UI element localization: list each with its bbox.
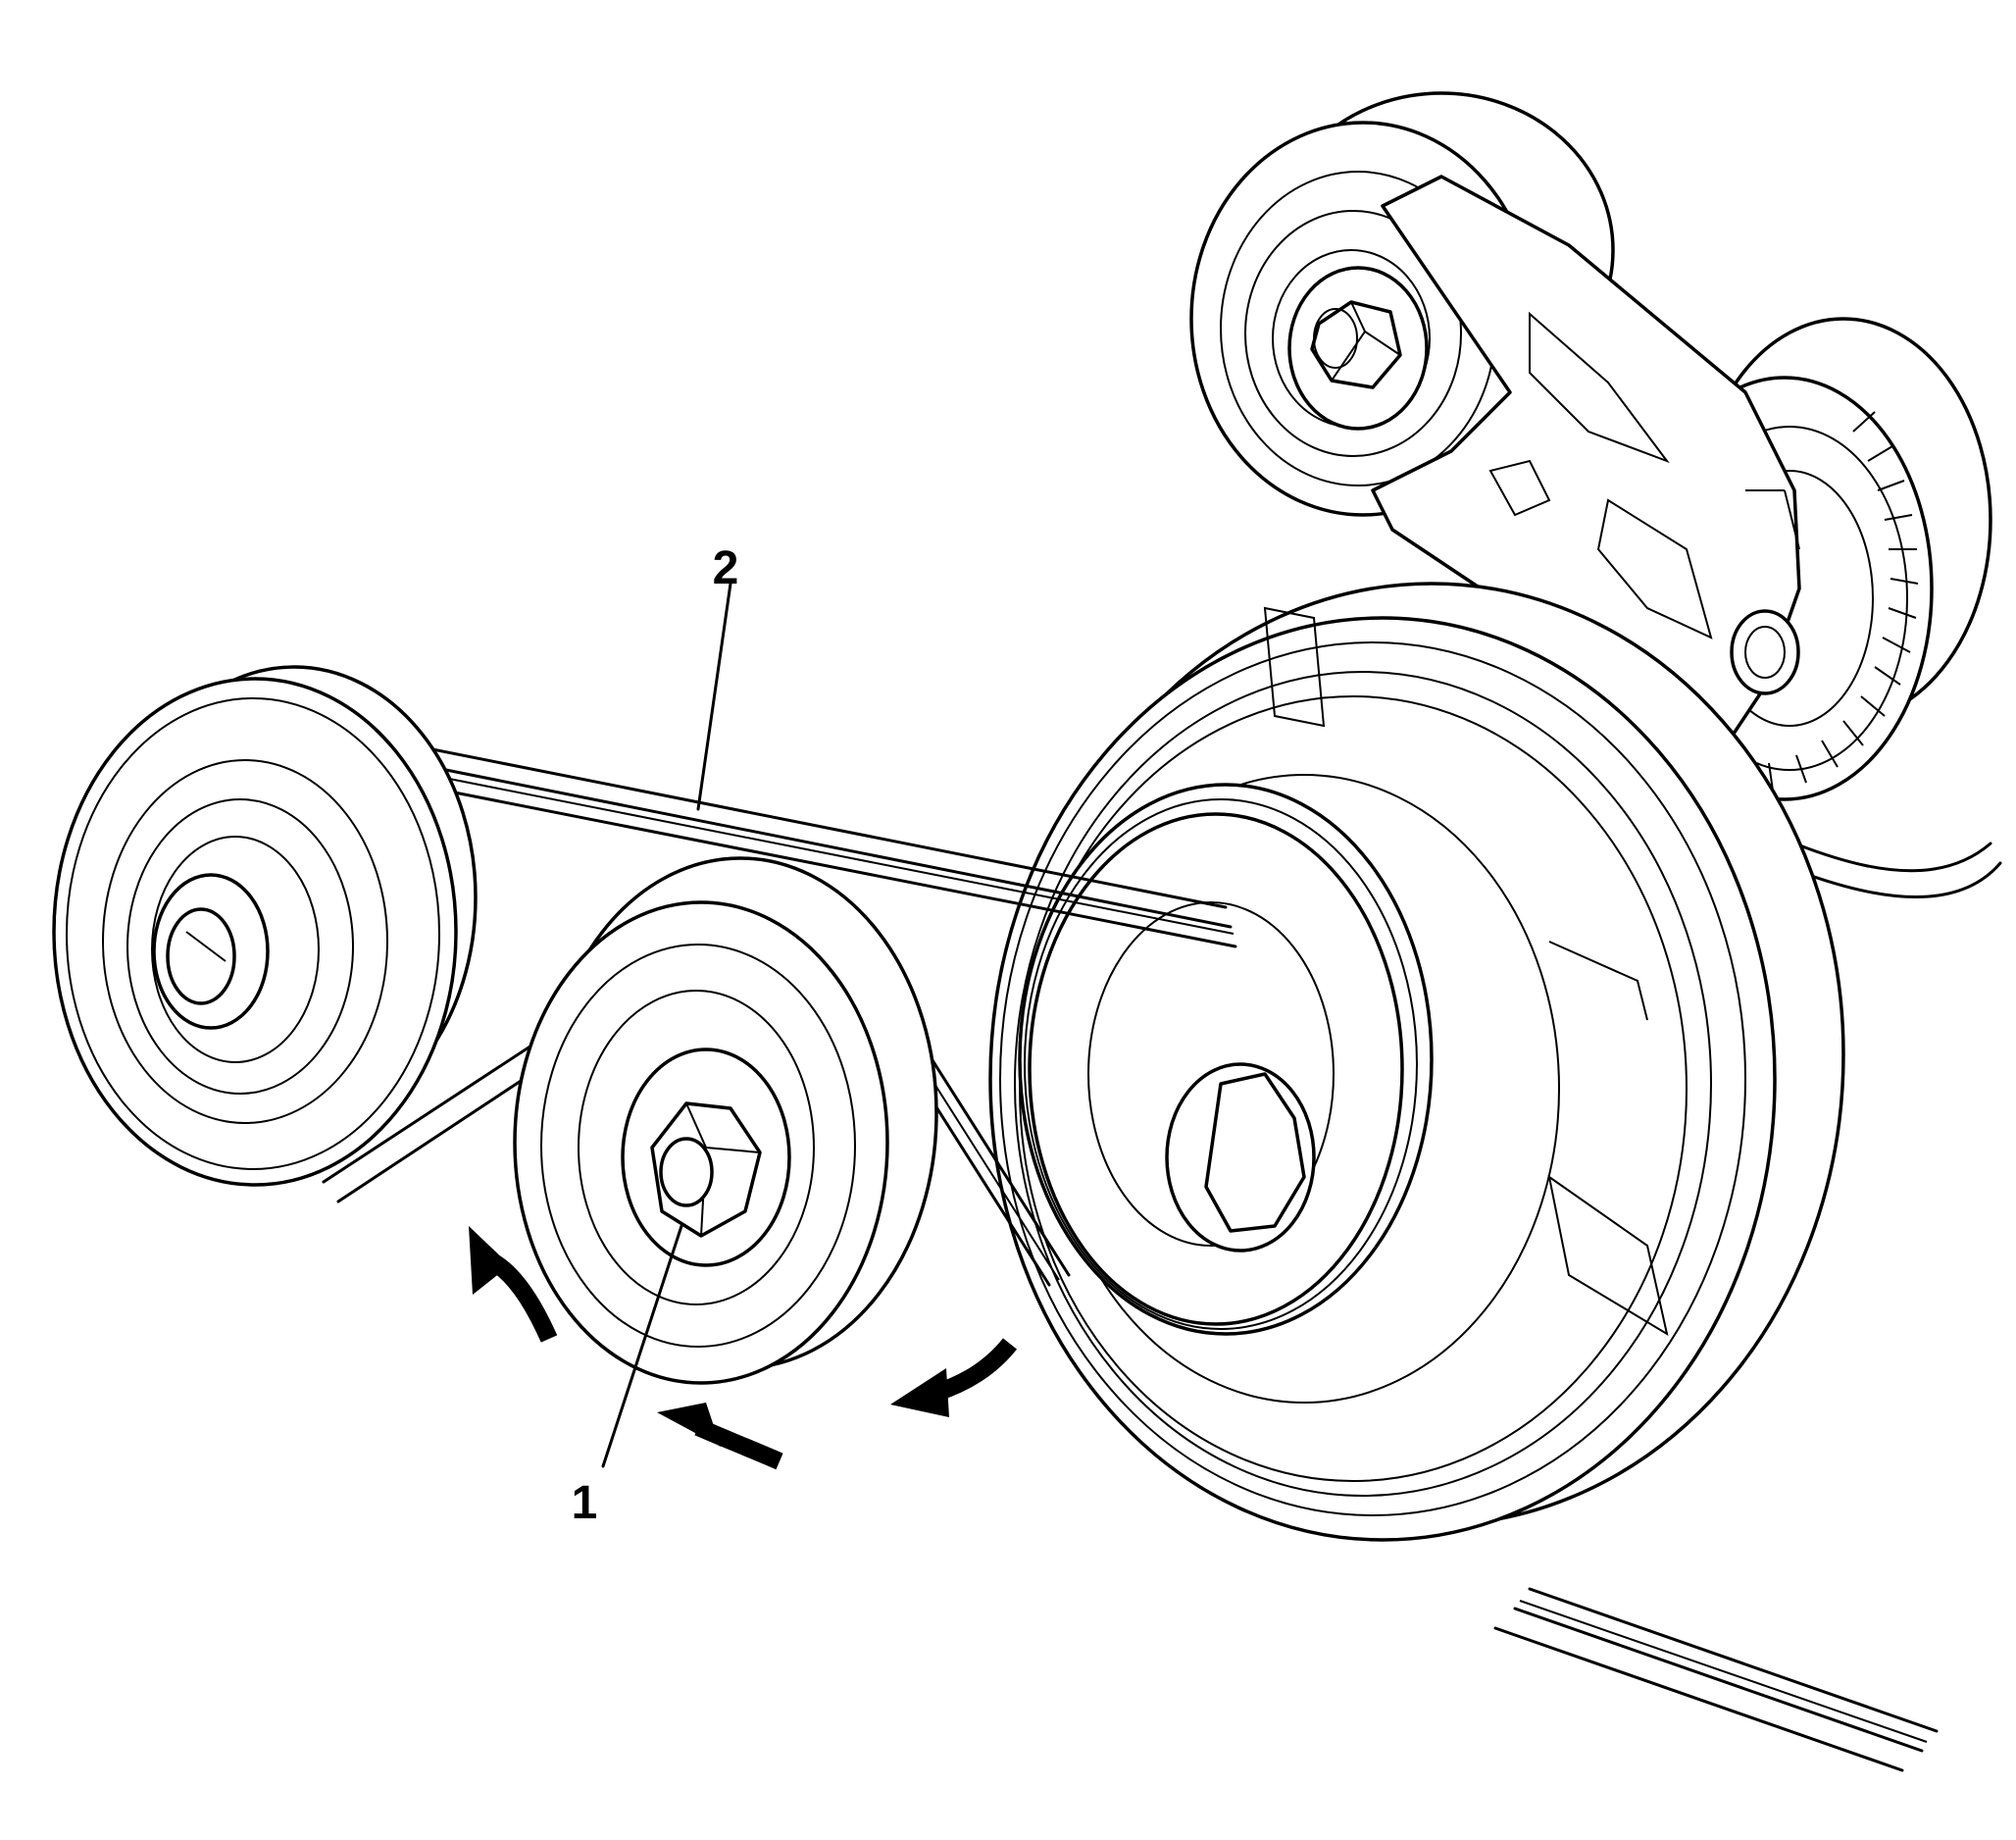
- rotation-arrows: [469, 1226, 1018, 1470]
- callout-leaders: [601, 582, 732, 1468]
- rotation-arrow-icon: [469, 1226, 558, 1343]
- tensioner-bolt: [1287, 266, 1429, 431]
- idler-bolt: [650, 1101, 762, 1238]
- left-accessory-pulley: [52, 665, 478, 1187]
- lower-belt-run: [1493, 1587, 1939, 1772]
- callout-1: 1: [572, 1477, 598, 1529]
- tensioner-assembly: [1189, 91, 2002, 899]
- callout-2: 2: [713, 542, 739, 594]
- idler-pulley-center: [513, 856, 938, 1385]
- leader-line-2: [696, 582, 732, 811]
- leader-line-1: [601, 1224, 683, 1468]
- idler-pulley-right: [1018, 783, 1434, 1336]
- rotation-arrow-icon: [890, 1338, 1018, 1417]
- rotation-arrow-icon: [657, 1403, 783, 1470]
